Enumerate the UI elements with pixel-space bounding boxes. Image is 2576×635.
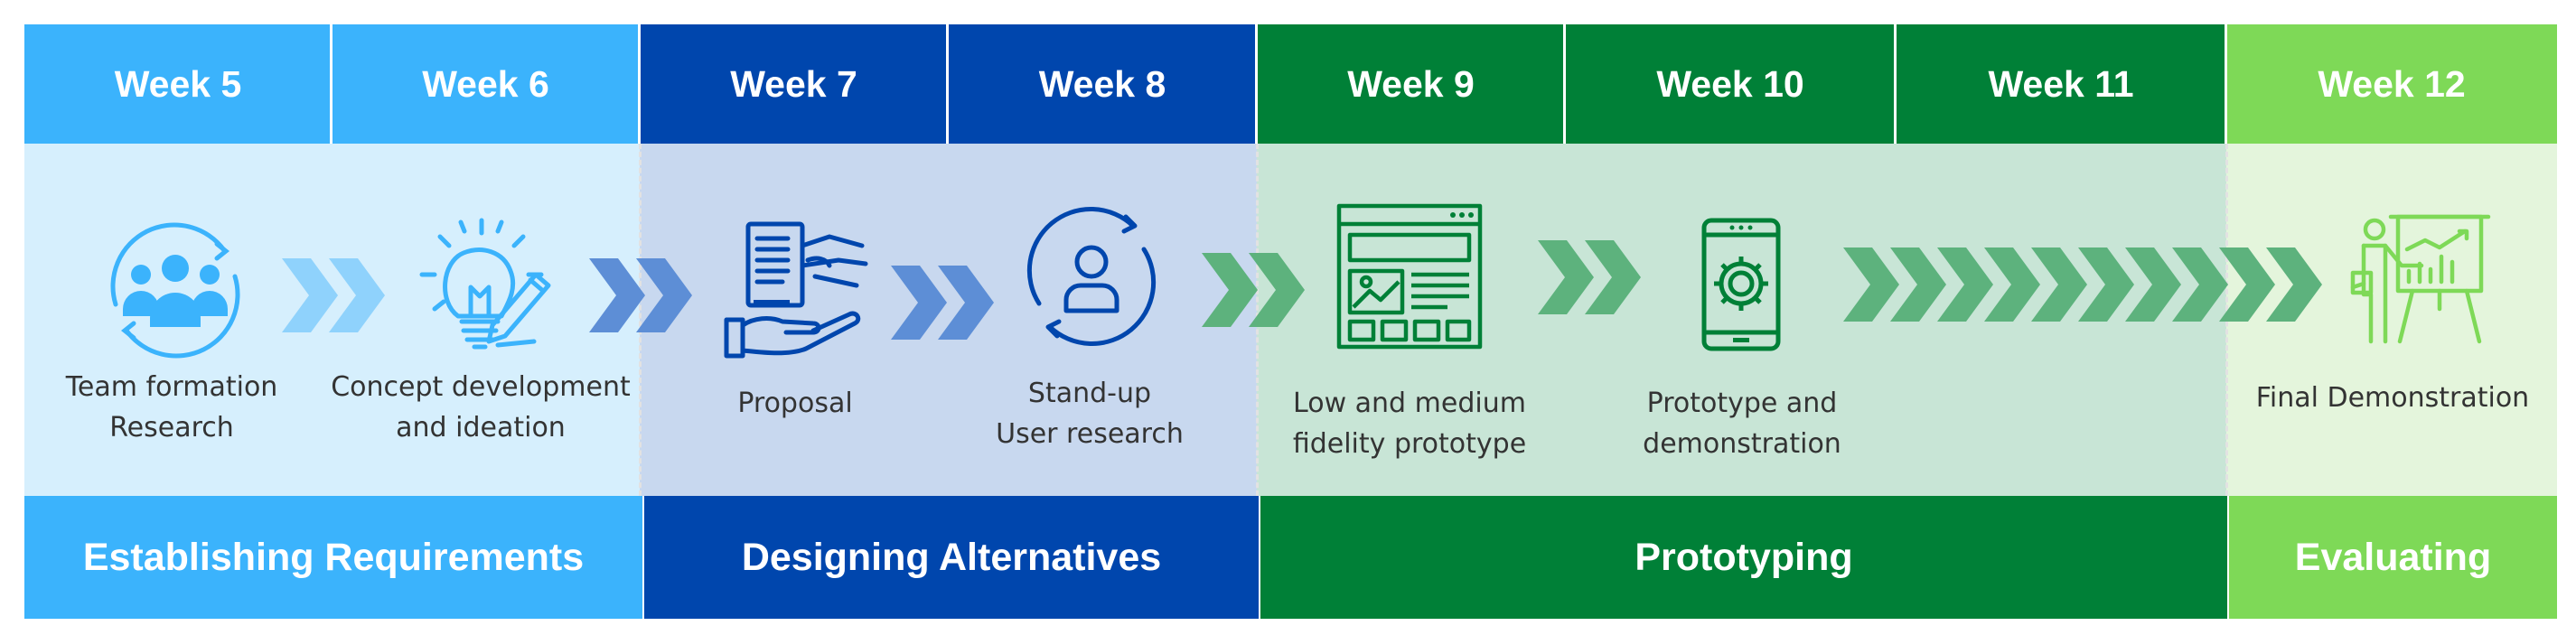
week-7-cell: Week 7 <box>640 24 948 144</box>
phase-prototyping: Prototyping <box>1260 496 2227 619</box>
step-label-line: demonstration <box>1643 428 1841 460</box>
phase-evaluating: Evaluating <box>2229 496 2557 619</box>
week-9-cell: Week 9 <box>1257 24 1565 144</box>
week-label: Week 11 <box>1988 62 2134 105</box>
mobile-gear-icon <box>1701 218 1781 351</box>
team-icon <box>110 222 240 359</box>
phase-label: Prototyping <box>1635 535 1853 579</box>
lightbulb-icon <box>419 218 551 350</box>
step-label-line: User research <box>996 418 1184 450</box>
chevron-arrow-long-icon <box>1843 247 2322 322</box>
week-divider <box>946 24 949 144</box>
week-label: Week 12 <box>2318 62 2466 105</box>
step-label-team-formation: Team formation Research <box>36 367 307 448</box>
step-label-final-demonstration: Final Demonstration <box>2239 378 2546 418</box>
chevron-arrow-icon <box>1202 253 1305 327</box>
step-label-line: Prototype and <box>1646 388 1838 419</box>
step-label-line: fidelity prototype <box>1292 428 1527 460</box>
step-label-line: Concept development <box>331 371 631 403</box>
step-label-line: Team formation <box>65 371 278 403</box>
step-label-prototype-demonstration: Prototype and demonstration <box>1606 383 1878 464</box>
step-label-line: and ideation <box>396 412 566 444</box>
week-12-cell: Week 12 <box>2226 24 2557 144</box>
week-label: Week 6 <box>422 62 549 105</box>
week-label: Week 7 <box>730 62 857 105</box>
step-label-line: Proposal <box>737 388 853 419</box>
week-divider <box>1894 24 1897 144</box>
step-label-standup: Stand-up User research <box>954 373 1225 454</box>
step-label-line: Final Demonstration <box>2255 382 2530 414</box>
week-divider <box>1563 24 1566 144</box>
week-8-cell: Week 8 <box>948 24 1257 144</box>
week-divider <box>330 24 333 144</box>
step-label-line: Stand-up <box>1027 378 1152 409</box>
phase-divider <box>639 144 642 496</box>
step-label-proposal: Proposal <box>660 383 931 424</box>
band-establishing <box>24 144 640 496</box>
week-label: Week 9 <box>1347 62 1475 105</box>
week-11-cell: Week 11 <box>1896 24 2226 144</box>
week-divider <box>1255 24 1258 144</box>
phase-label: Designing Alternatives <box>741 535 1162 579</box>
week-label: Week 8 <box>1038 62 1166 105</box>
user-research-icon <box>1026 207 1157 346</box>
chevron-arrow-icon <box>1538 240 1641 314</box>
presentation-icon <box>2350 214 2491 344</box>
step-label-line: Low and medium <box>1293 388 1526 419</box>
proposal-icon <box>724 221 868 359</box>
phase-label: Evaluating <box>2294 535 2492 579</box>
chevron-arrow-icon <box>891 266 994 340</box>
week-5-cell: Week 5 <box>24 24 332 144</box>
step-label-line: Research <box>109 412 234 444</box>
phase-label: Establishing Requirements <box>82 535 585 579</box>
chevron-arrow-icon <box>282 258 385 332</box>
week-divider <box>2225 24 2227 144</box>
week-label: Week 10 <box>1656 62 1804 105</box>
phase-designing-alternatives: Designing Alternatives <box>644 496 1259 619</box>
week-6-cell: Week 6 <box>332 24 640 144</box>
step-label-concept-development: Concept development and ideation <box>327 367 634 448</box>
step-label-fidelity-prototype: Low and medium fidelity prototype <box>1274 383 1545 464</box>
week-10-cell: Week 10 <box>1565 24 1896 144</box>
week-divider <box>638 24 641 144</box>
week-label: Week 5 <box>114 62 242 105</box>
wireframe-icon <box>1336 203 1483 350</box>
phase-establishing-requirements: Establishing Requirements <box>24 496 642 619</box>
chevron-arrow-icon <box>589 258 692 332</box>
